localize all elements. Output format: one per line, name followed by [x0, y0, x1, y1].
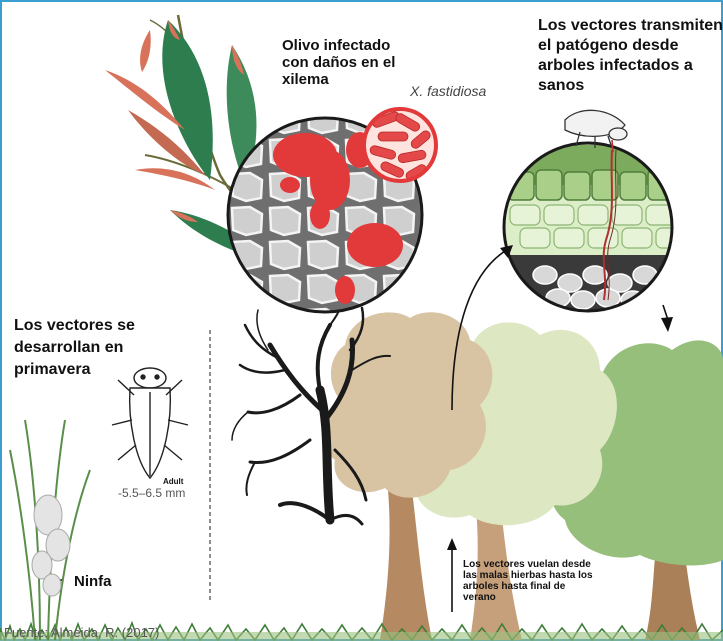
bacteria-icon: [364, 109, 436, 182]
vectors-fly-line-1: Los vectores vuelan desde: [463, 559, 591, 570]
label-vectors-fly: Los vectores vuelan desde las malas hier…: [463, 559, 593, 603]
vectors-transmit-line-4: sanos: [538, 77, 584, 94]
vectors-transmit-line-2: el patógeno desde: [538, 37, 679, 54]
adult-tag: Adult: [163, 477, 184, 486]
vectors-develop-line-1: Los vectores se: [14, 317, 135, 334]
plant-tissue-icon: [500, 143, 686, 315]
vectors-fly-line-3: arboles hasta final de: [463, 581, 566, 592]
infected-olive-line-2: con daños en el: [282, 54, 395, 71]
vectors-fly-line-4: verano: [463, 592, 496, 603]
label-vectors-develop: Los vectores se desarrollan en primavera: [14, 317, 135, 378]
source-caption: Fuente: Almeida, R. (2017): [4, 625, 159, 640]
nymph-label: Ninfa: [74, 573, 112, 590]
pathogen-label: X. fastidiosa: [409, 83, 486, 99]
infected-olive-line-1: Olivo infectado: [282, 37, 390, 54]
vectors-transmit-line-3: arboles infectados a: [538, 57, 693, 74]
label-infected-olive: Olivo infectado con daños en el xilema: [282, 37, 395, 88]
adult-size: -5.5–6.5 mm: [118, 486, 185, 500]
vectors-develop-line-3: primavera: [14, 361, 91, 378]
label-vectors-transmit: Los vectores transmiten el patógeno desd…: [538, 17, 723, 94]
vectors-transmit-line-1: Los vectores transmiten: [538, 17, 723, 34]
leafhopper-icon: [112, 368, 188, 478]
vectors-develop-line-2: desarrollan en: [14, 339, 123, 356]
infected-olive-line-3: xilema: [282, 71, 329, 88]
vectors-fly-line-2: las malas hierbas hasta los: [463, 570, 593, 581]
